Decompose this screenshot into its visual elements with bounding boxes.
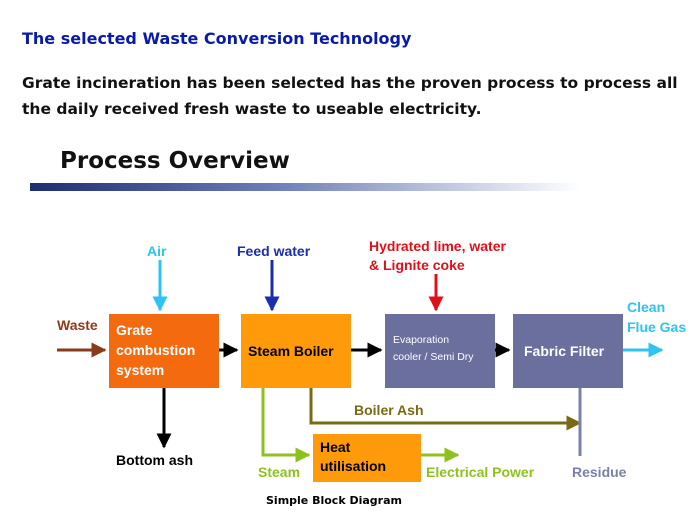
steam-boiler-label: Steam Boiler [248,343,334,359]
heat-utilisation-label-1: Heat [320,439,351,455]
waste-label: Waste [57,317,98,333]
grate-label-2: combustion [116,342,195,358]
grate-combustion-box [109,314,219,388]
fabric-filter-label: Fabric Filter [524,343,605,359]
grate-label-1: Grate [116,322,153,338]
title-underline-bar [30,183,580,191]
steam-label: Steam [258,464,300,480]
evaporation-label-1: Evaporation [393,334,449,346]
boiler-ash-label: Boiler Ash [354,402,424,418]
steam-line [261,388,311,463]
heat-utilisation-box [313,434,421,482]
section-title: Process Overview [60,148,290,174]
clean-flue-gas-label-2: Flue Gas [627,319,686,335]
steam-boiler-box [241,314,351,388]
evaporation-label-2: cooler / Semi Dry [393,351,474,363]
clean-flue-gas-label-1: Clean [627,299,665,315]
evaporation-cooler-box [385,314,495,388]
diagram-caption: Simple Block Diagram [266,494,402,507]
page-heading: The selected Waste Conversion Technology [22,29,412,48]
fabric-filter-box [513,314,623,388]
residue-label: Residue [572,464,627,480]
air-label: Air [147,243,167,259]
boiler-ash-line [309,388,582,431]
intro-text: Grate incineration has been selected has… [22,74,678,118]
feed-water-label: Feed water [237,243,311,259]
heat-utilisation-label-2: utilisation [320,458,386,474]
grate-label-3: system [116,362,164,378]
bottom-ash-label: Bottom ash [116,452,193,468]
electrical-power-label: Electrical Power [426,464,535,480]
hydrated-lime-label-1: Hydrated lime, water [369,238,506,254]
hydrated-lime-label-2: & Lignite coke [369,257,465,273]
